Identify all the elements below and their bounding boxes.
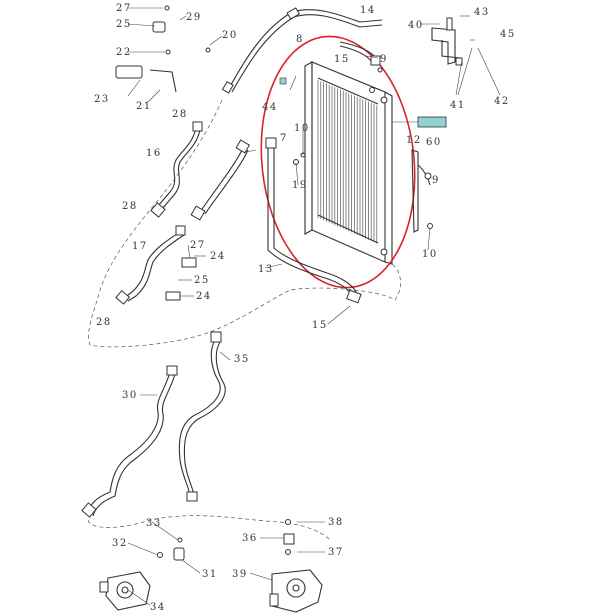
callout-20: 20 — [222, 30, 238, 41]
callout-29: 29 — [186, 12, 202, 23]
callout-16: 16 — [146, 148, 162, 159]
callout-45: 45 — [500, 29, 516, 40]
callout-30: 30 — [122, 390, 138, 401]
callout-34: 34 — [150, 602, 166, 613]
hose-16 — [150, 121, 203, 218]
callout-9-lower: 9 — [432, 175, 440, 186]
leader-lines — [127, 7, 501, 606]
callout-44: 44 — [262, 102, 278, 113]
bracket-40 — [431, 17, 463, 66]
callout-labels: 27 25 29 22 20 14 8 15 9 40 43 45 41 42 … — [94, 3, 516, 613]
callout-42: 42 — [494, 96, 510, 107]
hose-17 — [115, 225, 186, 305]
callout-17: 17 — [132, 241, 148, 252]
callout-8: 8 — [296, 34, 304, 45]
marker-8 — [279, 77, 287, 85]
callout-19: 19 — [292, 180, 308, 191]
highlight-ellipse — [260, 35, 416, 289]
callout-35: 35 — [234, 354, 250, 365]
callout-24-lower: 24 — [196, 291, 212, 302]
callout-33: 33 — [146, 518, 162, 529]
callout-36: 36 — [242, 533, 258, 544]
reference-tag — [392, 116, 447, 128]
callout-15-lower: 15 — [312, 320, 328, 331]
pipe-35 — [178, 331, 226, 502]
callout-21: 21 — [136, 101, 152, 112]
callout-25-lower: 25 — [194, 275, 210, 286]
callout-12: 12 — [406, 135, 422, 146]
callout-32: 32 — [112, 538, 128, 549]
dashed-routing-lower — [87, 515, 331, 541]
hose-13 — [265, 137, 362, 304]
callout-28-b: 28 — [122, 201, 138, 212]
callout-43: 43 — [474, 7, 490, 18]
pipe-30 — [81, 365, 178, 518]
callout-38: 38 — [328, 517, 344, 528]
callout-7: 7 — [280, 133, 288, 144]
cooler-core — [304, 61, 393, 265]
hose-28-upper — [190, 139, 251, 221]
valve-39 — [269, 569, 323, 613]
callout-15-upper: 15 — [334, 54, 350, 65]
callout-14: 14 — [360, 5, 376, 16]
callout-25: 25 — [116, 19, 132, 30]
callout-37: 37 — [328, 547, 344, 558]
callout-31: 31 — [202, 569, 218, 580]
hose-15-upper — [339, 41, 381, 66]
callout-22: 22 — [116, 47, 132, 58]
valve-34 — [99, 571, 151, 611]
bracket-12 — [411, 149, 433, 233]
dashed-routing-upper — [88, 99, 401, 348]
callout-24-upper: 24 — [210, 251, 226, 262]
callout-60: 60 — [426, 137, 442, 148]
callout-13: 13 — [258, 264, 274, 275]
callout-28-a: 28 — [172, 109, 188, 120]
small-parts — [115, 5, 383, 561]
callout-10-upper: 10 — [294, 123, 310, 134]
callout-40: 40 — [408, 20, 424, 31]
callout-23: 23 — [94, 94, 110, 105]
callout-27: 27 — [116, 3, 132, 14]
callout-27-lower: 27 — [190, 240, 206, 251]
callout-10-lower: 10 — [422, 249, 438, 260]
hose-14 — [221, 7, 383, 94]
callout-28-c: 28 — [96, 317, 112, 328]
callout-39: 39 — [232, 569, 248, 580]
callout-9-upper: 9 — [380, 54, 388, 65]
callout-41: 41 — [450, 100, 466, 111]
